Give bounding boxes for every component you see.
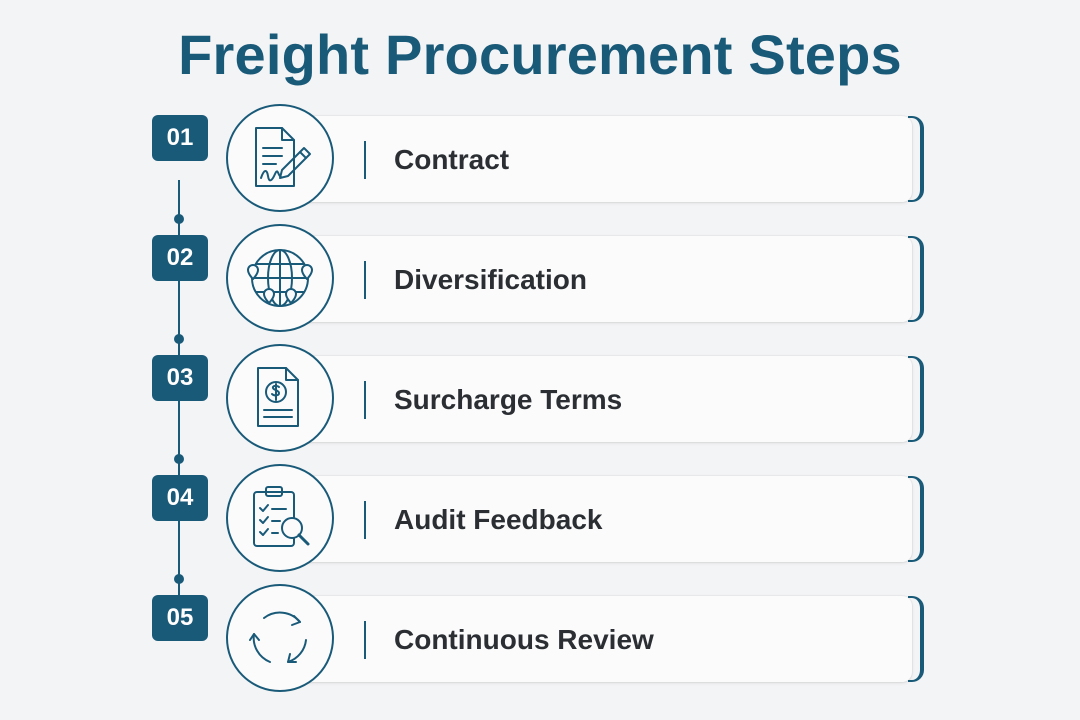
step-contract: 01 Contract (0, 100, 1080, 220)
card-edge-accent (908, 116, 924, 202)
step-surcharge-terms: 03 Surcharge Terms (0, 340, 1080, 460)
timeline-dot (174, 454, 184, 464)
contract-signature-icon (255, 127, 311, 187)
icon-circle (226, 224, 334, 332)
globe-network-icon (247, 249, 313, 307)
icon-circle (226, 104, 334, 212)
step-card (290, 116, 912, 202)
step-label: Continuous Review (394, 624, 654, 655)
step-number-badge: 02 (152, 235, 208, 281)
card-edge-accent (908, 356, 924, 442)
card-edge-accent (908, 596, 924, 682)
step-label: Contract (394, 144, 510, 175)
card-divider (364, 261, 366, 299)
card-edge-accent (908, 476, 924, 562)
card-divider (364, 501, 366, 539)
step-card (290, 236, 912, 322)
step-diversification: 02 Diversification (0, 220, 1080, 340)
step-card (290, 356, 912, 442)
icon-circle (226, 584, 334, 692)
cycle-arrows-icon (249, 611, 307, 663)
step-audit-feedback: 04 Audit Feedback (0, 460, 1080, 580)
clipboard-search-icon (253, 486, 310, 547)
step-card (290, 596, 912, 682)
step-number-badge: 05 (152, 595, 208, 641)
icon-circle (226, 464, 334, 572)
page-title: Freight Procurement Steps (178, 23, 902, 86)
card-divider (364, 141, 366, 179)
timeline-connector (178, 180, 180, 632)
step-label: Surcharge Terms (394, 384, 623, 415)
dollar-document-icon (257, 367, 299, 427)
card-edge-accent (908, 236, 924, 322)
icon-circle (226, 344, 334, 452)
step-continuous-review: 05 Continuous Review (0, 580, 1080, 700)
timeline-dot (174, 214, 184, 224)
card-divider (364, 621, 366, 659)
step-number-badge: 04 (152, 475, 208, 521)
timeline-dot (174, 334, 184, 344)
timeline-dot (174, 574, 184, 584)
step-number-badge: 03 (152, 355, 208, 401)
step-label: Diversification (394, 264, 587, 295)
step-card (290, 476, 912, 562)
step-number-badge: 01 (152, 115, 208, 161)
card-divider (364, 381, 366, 419)
step-label: Audit Feedback (394, 504, 603, 535)
